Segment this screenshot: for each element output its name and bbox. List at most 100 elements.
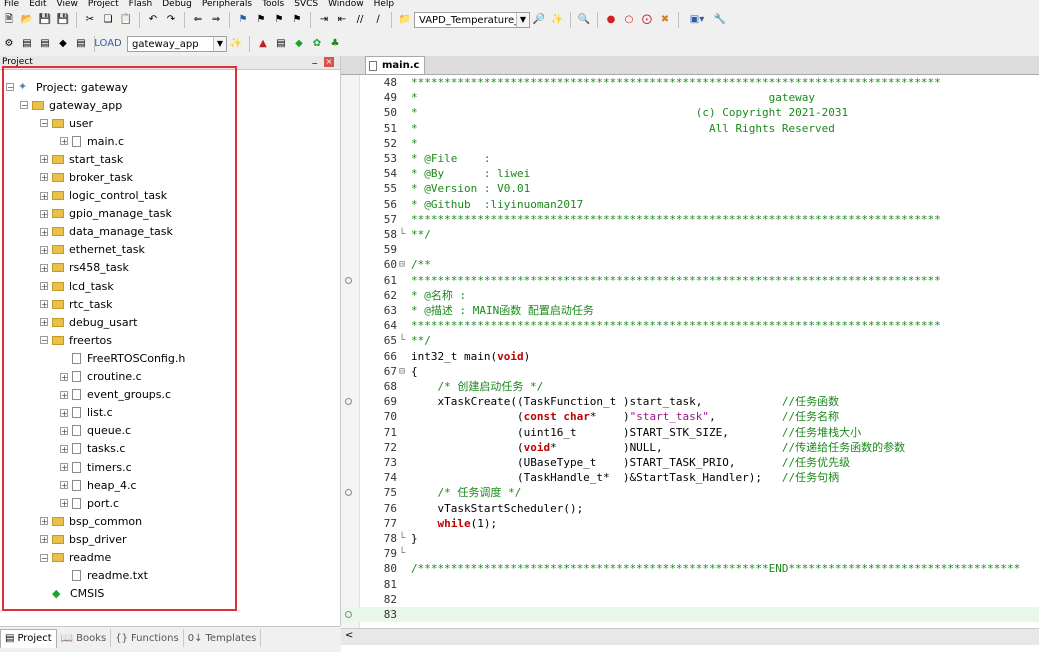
- code-line[interactable]: 79└: [341, 546, 1039, 561]
- code-line[interactable]: 77 while(1);: [341, 516, 1039, 531]
- tree-folder[interactable]: +rtc_task: [40, 295, 113, 313]
- tree-folder[interactable]: +bsp_common: [40, 512, 142, 530]
- uncomment-icon[interactable]: ∕: [376, 14, 380, 25]
- expand-icon[interactable]: +: [40, 209, 48, 219]
- code-line[interactable]: 57**************************************…: [341, 212, 1039, 227]
- code-line[interactable]: 70 (const char* )"start_task", //任务名称: [341, 409, 1039, 424]
- chevron-down-icon[interactable]: ▼: [213, 37, 226, 51]
- code-line[interactable]: 67⊟{: [341, 364, 1039, 379]
- cut-icon[interactable]: ✂: [85, 14, 95, 25]
- tree-file[interactable]: +queue.c: [60, 422, 131, 440]
- target-options-icon[interactable]: ✨: [229, 38, 243, 49]
- collapse-icon[interactable]: −: [20, 101, 28, 110]
- fold-marker[interactable]: └: [399, 533, 406, 544]
- tree-file[interactable]: +timers.c: [60, 458, 132, 476]
- code-line[interactable]: 48**************************************…: [341, 75, 1039, 90]
- code-line[interactable]: 83: [341, 607, 1039, 623]
- target-select[interactable]: gateway_app ▼: [127, 36, 227, 52]
- code-area[interactable]: 48**************************************…: [341, 75, 1039, 635]
- tree-file[interactable]: +heap_4.c: [60, 476, 137, 494]
- tab-books[interactable]: 📖Books: [57, 629, 112, 647]
- breakpoint-marker-icon[interactable]: [345, 489, 352, 497]
- collapse-icon[interactable]: −: [40, 336, 48, 346]
- menu-project[interactable]: Project: [87, 0, 119, 9]
- close-icon[interactable]: ×: [324, 57, 334, 67]
- code-line[interactable]: 81: [341, 577, 1039, 592]
- collapse-icon[interactable]: −: [40, 553, 48, 563]
- tab-main-c[interactable]: main.c: [365, 56, 425, 74]
- menu-tools[interactable]: Tools: [262, 0, 285, 9]
- expand-icon[interactable]: +: [40, 535, 48, 545]
- expand-icon[interactable]: +: [40, 173, 48, 183]
- expand-icon[interactable]: +: [40, 517, 48, 527]
- breakpoint-kill-all-icon[interactable]: ✖: [660, 14, 670, 25]
- menu-edit[interactable]: Edit: [29, 0, 47, 9]
- code-line[interactable]: 71 (uint16_t )START_STK_SIZE, //任务堆栈大小: [341, 425, 1039, 440]
- code-line[interactable]: 55* @Version : V0.01: [341, 181, 1039, 196]
- code-line[interactable]: 60⊟/**: [341, 257, 1039, 272]
- fold-marker[interactable]: └: [399, 229, 406, 240]
- manage-runtime-icon[interactable]: ▤: [276, 38, 286, 49]
- menu-window[interactable]: Window: [328, 0, 364, 9]
- breakpoint-marker-icon[interactable]: [345, 611, 352, 618]
- save-all-icon[interactable]: 💾: [56, 14, 70, 25]
- unindent-icon[interactable]: ⇤: [337, 14, 347, 25]
- code-line[interactable]: 69 xTaskCreate((TaskFunction_t )start_ta…: [341, 394, 1039, 409]
- code-line[interactable]: 52*: [341, 136, 1039, 151]
- bookmark-icon[interactable]: ⚑: [238, 14, 248, 25]
- tree-folder[interactable]: +ethernet_task: [40, 241, 145, 259]
- nav-forward-icon[interactable]: ⇒: [211, 14, 221, 25]
- tree-folder[interactable]: −user: [40, 114, 93, 132]
- tree-file[interactable]: +croutine.c: [60, 368, 142, 386]
- tree-folder[interactable]: +rs458_task: [40, 259, 129, 277]
- code-line[interactable]: 50* (c) Copyright 2021-2031: [341, 105, 1039, 120]
- tab-functions[interactable]: {}Functions: [111, 629, 184, 647]
- pack-installer-icon[interactable]: ✿: [312, 38, 322, 49]
- tree-file[interactable]: FreeRTOSConfig.h: [60, 349, 185, 367]
- open-folder-icon[interactable]: 📂: [20, 14, 34, 25]
- code-line[interactable]: 73 (UBaseType_t )START_TASK_PRIO, //任务优先…: [341, 455, 1039, 470]
- code-line[interactable]: 76 vTaskStartScheduler();: [341, 501, 1039, 516]
- comment-icon[interactable]: //: [356, 14, 364, 25]
- code-line[interactable]: 64**************************************…: [341, 318, 1039, 333]
- copy-icon[interactable]: ❏: [103, 14, 113, 25]
- bookmark-prev-icon[interactable]: ⚑: [256, 14, 266, 25]
- batch-build-icon[interactable]: ◆: [59, 38, 67, 49]
- rebuild-icon[interactable]: ▤: [40, 38, 50, 49]
- breakpoint-disable-icon[interactable]: ○: [624, 14, 634, 25]
- code-line[interactable]: 58└**/: [341, 227, 1039, 242]
- expand-icon[interactable]: +: [40, 191, 48, 201]
- new-file-icon[interactable]: 🗎: [4, 14, 14, 25]
- horizontal-scrollbar[interactable]: <: [341, 628, 1039, 645]
- menu-svcs[interactable]: SVCS: [294, 0, 319, 9]
- breakpoint-insert-icon[interactable]: ●: [606, 14, 616, 25]
- code-line[interactable]: 49* gateway: [341, 90, 1039, 105]
- code-line[interactable]: 74 (TaskHandle_t* )&StartTask_Handler); …: [341, 470, 1039, 485]
- build-icon[interactable]: ▤: [22, 38, 32, 49]
- configure-icon[interactable]: 🔧: [713, 14, 727, 25]
- code-line[interactable]: 63* @描述 : MAIN函数 配置启动任务: [341, 303, 1039, 318]
- menu-flash[interactable]: Flash: [128, 0, 153, 9]
- indent-icon[interactable]: ⇥: [319, 14, 329, 25]
- tree-root[interactable]: − ✦ Project: gateway: [6, 78, 128, 96]
- expand-icon[interactable]: +: [60, 137, 68, 147]
- fold-marker[interactable]: └: [399, 548, 406, 560]
- code-line[interactable]: 80/*************************************…: [341, 561, 1039, 576]
- code-line[interactable]: 56* @Github :liyinuoman2017: [341, 197, 1039, 212]
- expand-icon[interactable]: +: [40, 282, 48, 291]
- expand-icon[interactable]: +: [40, 227, 48, 237]
- menu-help[interactable]: Help: [373, 0, 395, 9]
- code-line[interactable]: 75 /* 任务调度 */: [341, 485, 1039, 500]
- chevron-down-icon[interactable]: ▼: [516, 13, 529, 27]
- code-line[interactable]: 65└**/: [341, 333, 1039, 348]
- incremental-find-icon[interactable]: ✨: [550, 14, 564, 25]
- find-combo[interactable]: VAPD_Temperature_ ▼: [414, 12, 530, 28]
- tree-folder[interactable]: −gateway_app: [20, 96, 122, 114]
- bookmark-clear-icon[interactable]: ⚑: [292, 14, 302, 25]
- tree-folder[interactable]: +debug_usart: [40, 313, 137, 331]
- expand-icon[interactable]: +: [60, 372, 68, 382]
- find-icon[interactable]: 🔎: [532, 14, 546, 25]
- expand-icon[interactable]: +: [60, 481, 68, 491]
- pin-icon[interactable]: −: [311, 59, 318, 68]
